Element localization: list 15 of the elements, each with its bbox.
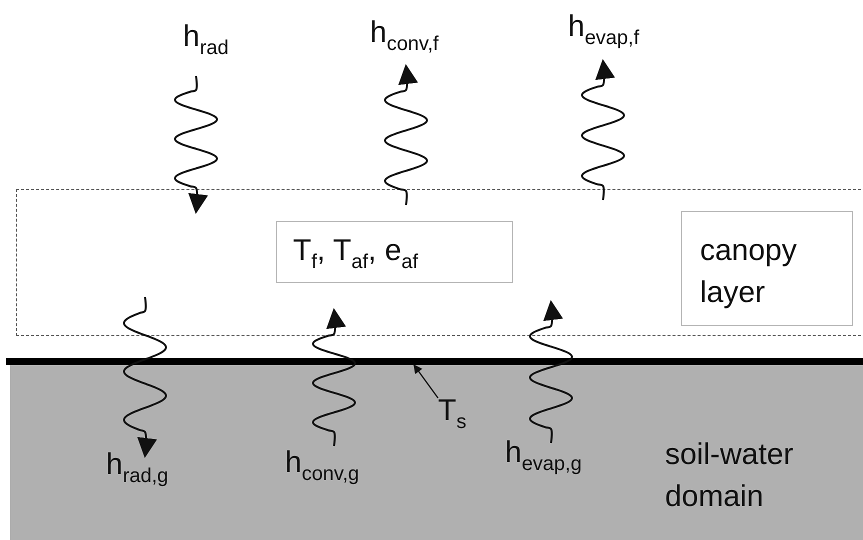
flux-label: h$_{rad}$ xyxy=(183,19,229,56)
flux-label: h$_{evap,g}$ xyxy=(505,435,582,472)
canopy-layer-region xyxy=(16,189,863,336)
temperature-symbol: T$_{s}$ xyxy=(438,393,466,430)
leader-line xyxy=(413,364,439,398)
flux-label: h$_{rad,g}$ xyxy=(106,447,168,484)
layer-label-box xyxy=(681,211,853,326)
flux-label: h$_{conv,g}$ xyxy=(285,445,360,482)
state-variable-box xyxy=(276,221,513,283)
canopy-layer-text: canopy layer xyxy=(700,233,798,311)
soil-water-domain-text: soil-water domain xyxy=(665,437,794,515)
flux-label: h$_{evap,f}$ xyxy=(568,9,640,46)
state-variables-text: T$_{f}$, T$_{af}$, e$_{af}$ xyxy=(293,233,418,270)
soil-domain-block xyxy=(10,364,863,540)
flux-label: h$_{conv,f}$ xyxy=(370,15,439,52)
